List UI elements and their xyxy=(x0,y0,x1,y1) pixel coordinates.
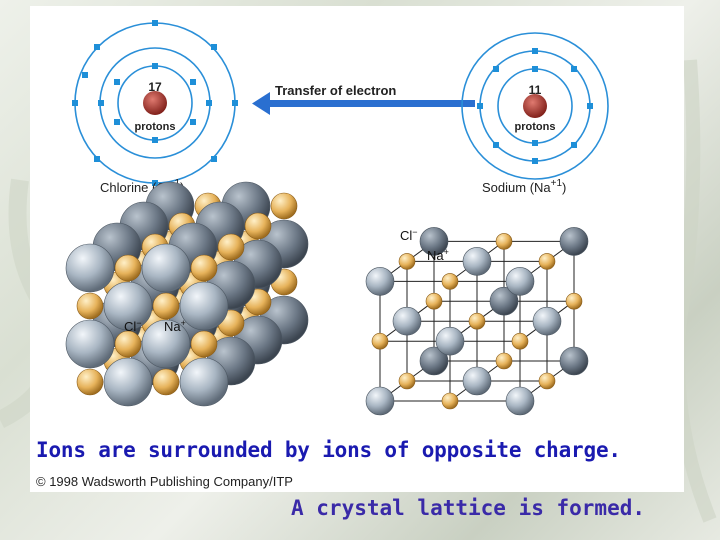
transfer-label: Transfer of electron xyxy=(275,83,396,98)
chlorine-nucleus xyxy=(143,91,167,115)
lattice-cl-label: Cl− xyxy=(400,227,418,243)
packed-na-label: Na+ xyxy=(164,318,186,334)
packed-cl-label: Cl− xyxy=(124,318,142,334)
ball-and-stick-lattice xyxy=(365,227,589,416)
chlorine-electrons xyxy=(72,20,238,186)
sodium-nucleus xyxy=(523,94,547,118)
electron-transfer-arrow: Transfer of electron xyxy=(252,83,475,115)
sodium-label: Sodium (Na+1) xyxy=(482,178,566,195)
sodium-atom: 11 protons Sodium (Na+1) xyxy=(461,32,609,195)
lattice-na-label: Na+ xyxy=(427,247,449,263)
copyright-notice: © 1998 Wadsworth Publishing Company/ITP xyxy=(36,474,293,489)
chlorine-proton-unit: protons xyxy=(135,121,176,133)
ionic-bonding-figure: 17 protons Chlorine (Cl−1) Transfer of e… xyxy=(65,20,609,416)
chlorine-atom: 17 protons Chlorine (Cl−1) xyxy=(72,20,238,195)
sodium-proton-count: 11 xyxy=(529,83,542,97)
packed-crystal-model xyxy=(65,181,309,407)
caption-crystal-lattice: A crystal lattice is formed. xyxy=(291,496,646,520)
sodium-electrons xyxy=(477,48,593,164)
sodium-proton-unit: protons xyxy=(515,121,556,133)
caption-opposite-charge: Ions are surrounded by ions of opposite … xyxy=(36,438,621,462)
chlorine-proton-count: 17 xyxy=(148,80,162,94)
